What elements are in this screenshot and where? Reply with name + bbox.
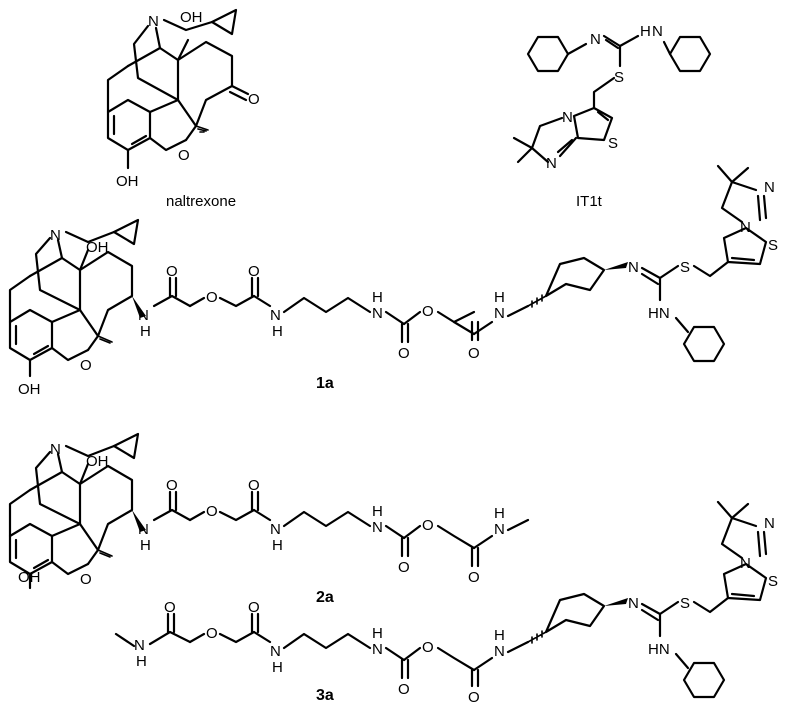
3a-carbonyl-o1-label: O: [164, 599, 176, 616]
3a-carbonyl-o4-label: O: [468, 689, 480, 705]
naltrexone-caption: naltrexone: [166, 193, 236, 210]
it1t-ring-n-label: N: [562, 109, 573, 126]
it1t-amine-n-label: N: [652, 23, 663, 40]
amine-n-label: N: [148, 13, 159, 30]
compound-3a-structure: N H O O O N H H N O O O H N N S: [114, 500, 778, 705]
2a-carbonyl-o3-label: O: [398, 559, 410, 576]
ketone-o-label: O: [248, 91, 260, 108]
2a-furan-o-label: O: [80, 571, 92, 588]
3a-amide-h3-label: H: [372, 625, 383, 642]
3a-ring-s-label: S: [768, 573, 778, 590]
3a-carbonyl-o3-label: O: [398, 681, 410, 698]
1a-s-label: S: [680, 259, 690, 276]
1a-caption: 1a: [316, 375, 334, 392]
1a-carbonyl-o1-label: O: [166, 263, 178, 280]
1a-ring-n-label: N: [740, 219, 751, 236]
3a-amide-n0-label: N: [134, 637, 145, 654]
2a-amide-n1-label: N: [138, 521, 149, 538]
2a-amide-n2-label: N: [270, 521, 281, 538]
compound-1a-structure: OH O N OH N H O O O N H H N: [8, 164, 778, 398]
it1t-amine-nh-label: H: [640, 23, 651, 40]
1a-c14-oh-label: OH: [86, 239, 109, 256]
3a-amide-h4-label: H: [494, 627, 505, 644]
1a-ring-s-label: S: [768, 237, 778, 254]
3a-amide-h0-label: H: [136, 653, 147, 670]
1a-phenol-oh-label: OH: [18, 381, 41, 398]
3a-ring-n-label: N: [740, 555, 751, 572]
3a-ether-o1-label: O: [206, 625, 218, 642]
1a-imine-n-label: N: [628, 259, 639, 276]
3a-ether-o2-label: O: [422, 639, 434, 656]
1a-carbonyl-o2-label: O: [248, 263, 260, 280]
3a-hn-label: HN: [648, 641, 670, 658]
3a-amide-n3-label: N: [372, 641, 383, 658]
1a-carbonyl-o3-label: O: [398, 345, 410, 362]
2a-carbonyl-o4-label: O: [468, 569, 480, 586]
naltrexone-structure: OH O N OH O naltrexone: [106, 8, 260, 210]
1a-furan-o-label: O: [80, 357, 92, 374]
3a-ring-n2-label: N: [764, 515, 775, 532]
3a-imine-n-label: N: [628, 595, 639, 612]
2a-carbonyl-o2-label: O: [248, 477, 260, 494]
1a-amide-n4-label: N: [494, 305, 505, 322]
it1t-s-label: S: [614, 69, 624, 86]
3a-carbonyl-o2-label: O: [248, 599, 260, 616]
2a-c14-oh-label: OH: [86, 453, 109, 470]
3a-amide-h2-label: H: [272, 659, 283, 676]
1a-amide-h3-label: H: [372, 289, 383, 306]
c14-oh-label: OH: [180, 9, 203, 26]
1a-amide-h2-label: H: [272, 323, 283, 340]
2a-amide-n3-label: N: [372, 519, 383, 536]
1a-amide-h4-label: H: [494, 289, 505, 306]
2a-amide-h2-label: H: [272, 537, 283, 554]
3a-s-label: S: [680, 595, 690, 612]
2a-ether-o1-label: O: [206, 503, 218, 520]
2a-carbonyl-o1-label: O: [166, 477, 178, 494]
2a-ether-o2-label: O: [422, 517, 434, 534]
furan-o-label: O: [178, 147, 190, 164]
1a-ring-n2-label: N: [764, 179, 775, 196]
3a-caption: 3a: [316, 687, 334, 704]
it1t-caption: IT1t: [576, 193, 603, 210]
3a-amide-n2-label: N: [270, 643, 281, 660]
2a-amide-h4-label: H: [494, 505, 505, 522]
1a-amide-h1-label: H: [140, 323, 151, 340]
phenol-oh-label: OH: [116, 173, 139, 190]
1a-amide-n3-label: N: [372, 305, 383, 322]
1a-carbonyl-o4-label: O: [468, 345, 480, 362]
1a-amide-n2-label: N: [270, 307, 281, 324]
2a-amide-n4-label: N: [494, 521, 505, 538]
it1t-structure: N H N S N S N IT1t: [512, 23, 712, 210]
1a-ether-o2-label: O: [422, 303, 434, 320]
2a-phenol-oh-label: OH: [18, 569, 41, 586]
it1t-ring-s-label: S: [608, 135, 618, 152]
2a-amide-h3-label: H: [372, 503, 383, 520]
2a-amine-n-label: N: [50, 441, 61, 458]
1a-ether-o1-label: O: [206, 289, 218, 306]
1a-amine-n-label: N: [50, 227, 61, 244]
2a-caption: 2a: [316, 589, 334, 606]
3a-amide-n4-label: N: [494, 643, 505, 660]
it1t-imine-n-label: N: [590, 31, 601, 48]
1a-hn-label: HN: [648, 305, 670, 322]
compound-2a-structure: OH O N OH N H O O O N H H N O: [8, 432, 530, 606]
2a-amide-h1-label: H: [140, 537, 151, 554]
1a-amide-n1-label: N: [138, 307, 149, 324]
it1t-ring-n2-label: N: [546, 155, 557, 172]
